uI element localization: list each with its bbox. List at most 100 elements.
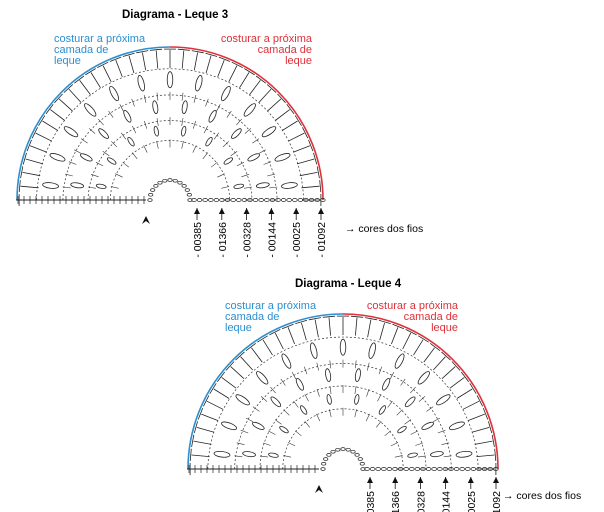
stitch-mark [18,180,21,193]
stitch-mark [240,356,253,371]
stitch-mark [115,173,123,178]
chain-stitch [157,180,163,185]
chain-stitch [320,467,326,471]
stitch-mark [225,361,235,371]
stitch-mark [45,104,54,115]
color-code-label: - 01366 [217,222,229,258]
stitch-mark [292,145,311,153]
chain-stitch [392,467,398,471]
stitch-mark [367,362,370,371]
note-line: camada de [54,44,109,56]
stitch-mark [54,93,63,104]
stitch-mark [120,132,127,140]
stitch-mark [58,98,73,112]
right-edge-line [169,46,324,201]
stitch-mark [88,128,96,134]
stitch-mark [206,400,224,410]
leaf-stitch [436,394,451,406]
stitch-mark [302,127,309,139]
stitch-mark [85,68,96,76]
chain-stitch [150,188,156,192]
stitch-mark [22,152,27,165]
baseline-stitches [16,196,326,204]
stitch-mark [249,80,261,95]
chain-stitch [308,198,315,202]
note-line: camada de [225,311,280,323]
diagram-title: Diagrama - Leque 4 [295,278,402,290]
leaf-stitch [378,405,387,415]
stitch-mark [308,317,321,321]
stitch-mark [418,396,426,402]
chain-stitch [236,198,242,202]
stitch-mark [389,371,395,380]
stitch-mark [287,327,295,345]
stitch-mark [449,377,465,389]
leaf-stitch [152,100,159,115]
color-code-label: - 00025 [466,491,478,512]
note-line: costurar a próxima [220,33,312,45]
leaf-stitch [137,75,145,92]
leaf-stitch [233,183,245,189]
stitch-mark [143,145,148,153]
chain-stitch [241,198,248,202]
chain-ring [234,363,452,470]
leaf-stitch [397,425,407,434]
stitch-mark [375,421,382,428]
left-edge-note: costurar a próxima camada de leque [54,34,145,67]
stitch-mark [213,388,230,399]
chain-stitch [442,467,449,471]
stitch-mark [136,50,149,54]
chain-stitch [208,198,214,202]
stitch-mark [216,371,226,383]
leaf-stitch [42,182,59,189]
chain-stitch [230,198,236,202]
leaf-stitch [243,103,256,117]
right-edge-note: costurar a próxima camada de leque [342,301,458,334]
stitch-mark [274,419,282,425]
color-code-label: - 01366 [390,491,402,512]
stitch-mark [191,50,204,54]
stitch-mark [98,118,104,126]
stitch-mark [216,104,221,112]
color-code-label: - 00328 [242,222,254,258]
chain-stitch [275,198,281,202]
stitch-mark [476,395,483,407]
stitch-mark [68,88,82,103]
stitch-mark [90,174,99,178]
stitch-mark [262,339,273,356]
stitch-mark [314,319,319,338]
stitch-mark [491,434,495,447]
note-line: leque [54,55,81,67]
stitch-mark [210,161,218,168]
stitch-mark [441,442,450,445]
leaf-stitch [354,368,361,382]
stitch-mark [90,72,101,89]
leaf-stitch [95,183,107,189]
chain-stitch [167,178,173,182]
stitch-mark [192,120,196,129]
stitch-mark [155,50,159,69]
stitch-mark [244,68,255,76]
chain-stitch [375,467,381,471]
stitch-mark [355,317,358,336]
stitch-mark [270,386,276,394]
chain-stitch [420,467,426,471]
chain-stitch [280,198,287,202]
stitch-mark [456,388,473,399]
leaf-stitch [221,85,231,102]
stitch-mark [128,55,135,74]
stitch-mark [191,454,210,457]
stitch-mark [241,174,250,178]
chain-stitch [487,467,493,471]
stitch-mark [236,118,242,126]
stitch-mark [301,185,320,189]
stitch-mark [304,394,309,402]
chain-stitch [219,198,225,202]
crochet-fan-chart: - 00385- 01366- 00328- 00144- 00025- 010… [187,313,503,512]
leaf-stitch [417,371,430,385]
stitch-mark [87,186,96,189]
chain-stitch [172,178,178,183]
color-code-label: - 00385 [365,491,377,512]
leaf-stitch [256,371,269,385]
stitch-mark [244,128,252,134]
